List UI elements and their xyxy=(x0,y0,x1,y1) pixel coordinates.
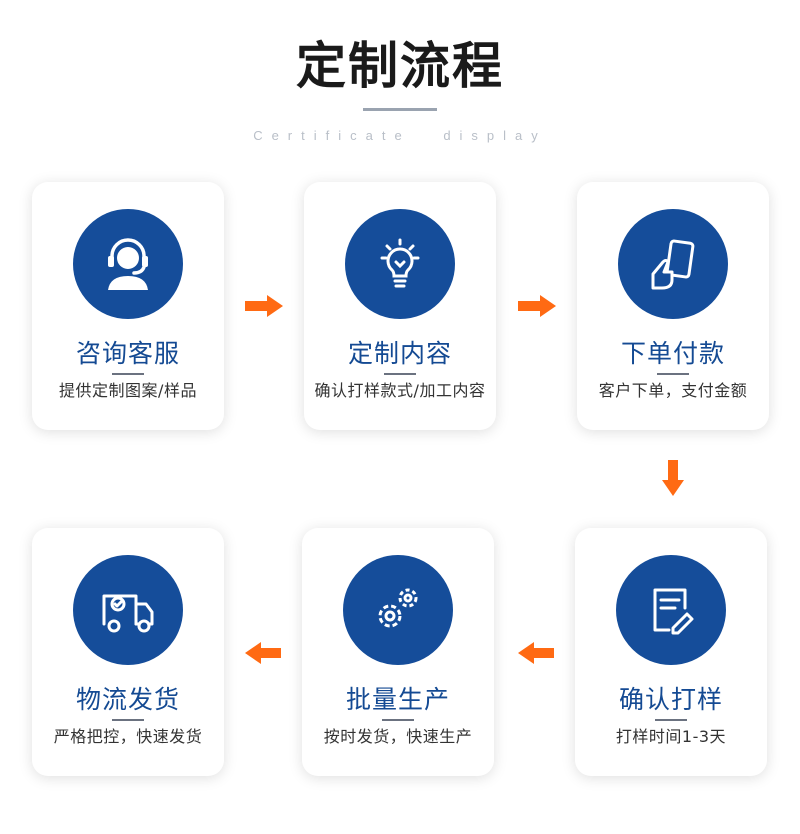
step-divider xyxy=(384,373,416,375)
step-divider xyxy=(657,373,689,375)
headset-icon xyxy=(108,238,148,290)
step-desc: 确认打样款式/加工内容 xyxy=(314,381,486,400)
step-divider xyxy=(382,719,414,721)
arrow-left-icon xyxy=(518,642,554,664)
document-edit-icon xyxy=(653,588,694,635)
step-icon-circle xyxy=(73,209,183,319)
step-title: 下单付款 xyxy=(620,339,725,368)
step-icon-circle xyxy=(345,209,455,319)
title-underline xyxy=(363,108,437,111)
step-icon-circle xyxy=(343,555,453,665)
step-title: 批量生产 xyxy=(345,685,450,714)
step-divider xyxy=(112,719,144,721)
step-card-consult: 咨询客服 提供定制图案/样品 xyxy=(32,182,224,430)
step-title: 咨询客服 xyxy=(75,339,180,368)
step-desc: 严格把控，快速发货 xyxy=(53,727,203,746)
step-icon-circle xyxy=(616,555,726,665)
delivery-truck-icon xyxy=(102,594,154,633)
lightbulb-icon xyxy=(380,238,420,288)
step-desc: 客户下单，支付金额 xyxy=(598,381,748,400)
step-card-sample: 确认打样 打样时间1-3天 xyxy=(575,528,767,776)
gears-icon xyxy=(378,588,418,628)
step-title: 定制内容 xyxy=(347,339,452,368)
step-card-production: 批量生产 按时发货，快速生产 xyxy=(302,528,494,776)
step-divider xyxy=(655,719,687,721)
step-card-payment: 下单付款 客户下单，支付金额 xyxy=(577,182,769,430)
step-card-delivery: 物流发货 严格把控，快速发货 xyxy=(32,528,224,776)
step-card-content: 定制内容 确认打样款式/加工内容 xyxy=(304,182,496,430)
step-icon-circle xyxy=(73,555,183,665)
arrow-right-icon xyxy=(245,295,283,317)
page-subtitle: Certificate display xyxy=(253,128,547,143)
arrow-left-icon xyxy=(245,642,281,664)
step-desc: 打样时间1-3天 xyxy=(615,727,727,746)
arrow-down-icon xyxy=(662,460,684,496)
step-desc: 提供定制图案/样品 xyxy=(59,381,197,400)
arrow-right-icon xyxy=(518,295,556,317)
step-icon-circle xyxy=(618,209,728,319)
card-payment-icon xyxy=(651,239,695,290)
step-title: 物流发货 xyxy=(75,685,180,714)
step-divider xyxy=(112,373,144,375)
step-title: 确认打样 xyxy=(618,685,723,714)
step-desc: 按时发货，快速生产 xyxy=(323,727,473,746)
page-title: 定制流程 xyxy=(296,37,504,95)
